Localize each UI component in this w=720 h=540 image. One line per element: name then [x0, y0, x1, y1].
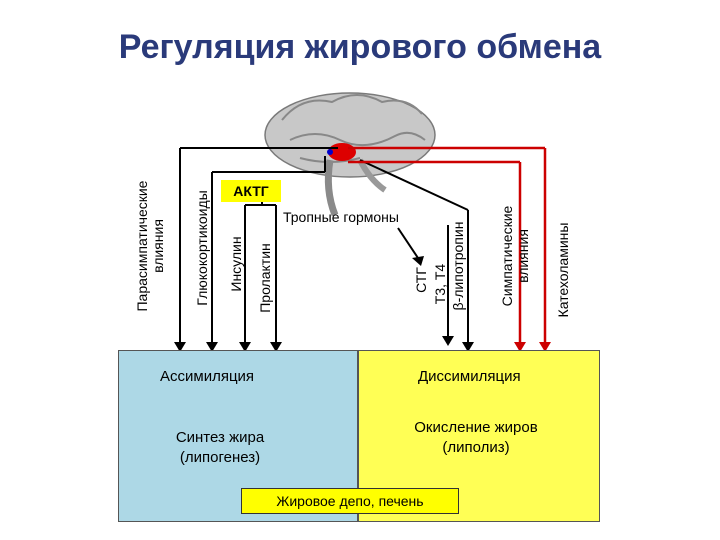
assimilation-title: Ассимиляция [160, 368, 255, 385]
lipogenesis-text: Синтез жира (липогенез) [175, 429, 265, 466]
brain-image [264, 92, 436, 217]
label-catecholamines: Катехоламины [555, 222, 571, 318]
label-glucocorticoids: Глюкокортикоиды [194, 190, 210, 306]
diagram-title: Регуляция жирового обмена [118, 28, 602, 66]
label-insulin: Инсулин [228, 236, 244, 292]
dissimilation-title: Диссимиляция [418, 368, 521, 385]
label-t3t4: Т3, Т4 [432, 263, 448, 305]
label-parasympathetic: Парасимпатические влияния [134, 180, 166, 312]
label-sympathetic: Симпатические влияния [499, 205, 531, 307]
label-prolactin: Пролактин [257, 243, 273, 313]
tropic-hormones-label: Тропные гормоны [283, 209, 399, 225]
label-lipotropin: β-липотропин [450, 221, 466, 311]
lipolysis-text: Окисление жиров (липолиз) [414, 419, 538, 456]
actg-label: АКТГ [221, 180, 281, 202]
fat-depot-box: Жировое депо, печень [241, 488, 459, 514]
label-stg: СТГ [413, 267, 429, 293]
